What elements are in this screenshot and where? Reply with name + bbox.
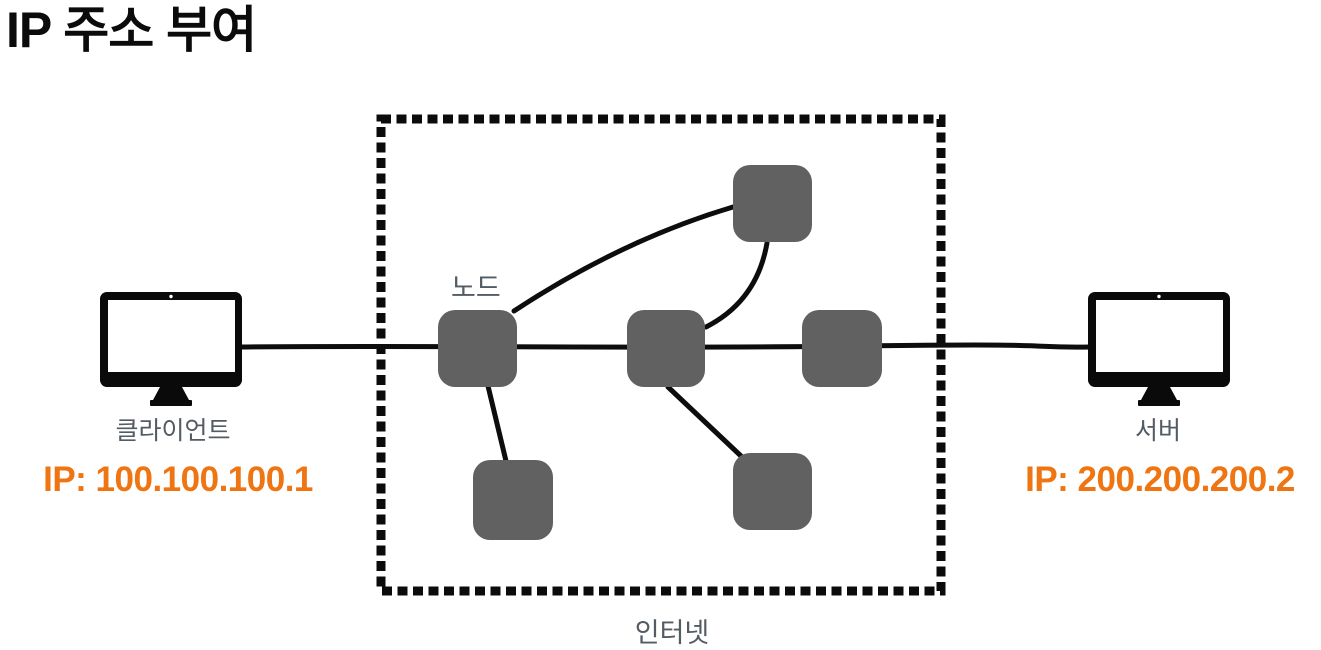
node-right	[802, 310, 882, 387]
node-left	[438, 310, 517, 387]
link-line-left-to-bottom-left-node	[485, 383, 509, 464]
link-curve-left-to-top-node	[511, 204, 736, 314]
server-computer-icon	[1088, 292, 1230, 406]
server-ip-address: IP: 200.200.200.2	[1025, 460, 1295, 499]
node-middle	[627, 310, 705, 387]
node-bottom-left	[473, 460, 553, 540]
page-title: IP 주소 부여	[6, 2, 257, 58]
client-computer-icon	[100, 292, 242, 406]
server-label: 서버	[1134, 417, 1181, 445]
node-top	[733, 165, 812, 242]
internet-boundary-box	[376, 114, 946, 596]
node-annotation-label: 노드	[451, 273, 501, 303]
client-label: 클라이언트	[115, 417, 231, 445]
node-bottom-right	[733, 453, 812, 530]
internet-label: 인터넷	[634, 618, 710, 648]
link-curve-top-to-middle-node	[703, 240, 770, 330]
link-line-middle-to-bottom-right-node	[665, 384, 744, 459]
client-ip-address: IP: 100.100.100.1	[43, 460, 313, 499]
